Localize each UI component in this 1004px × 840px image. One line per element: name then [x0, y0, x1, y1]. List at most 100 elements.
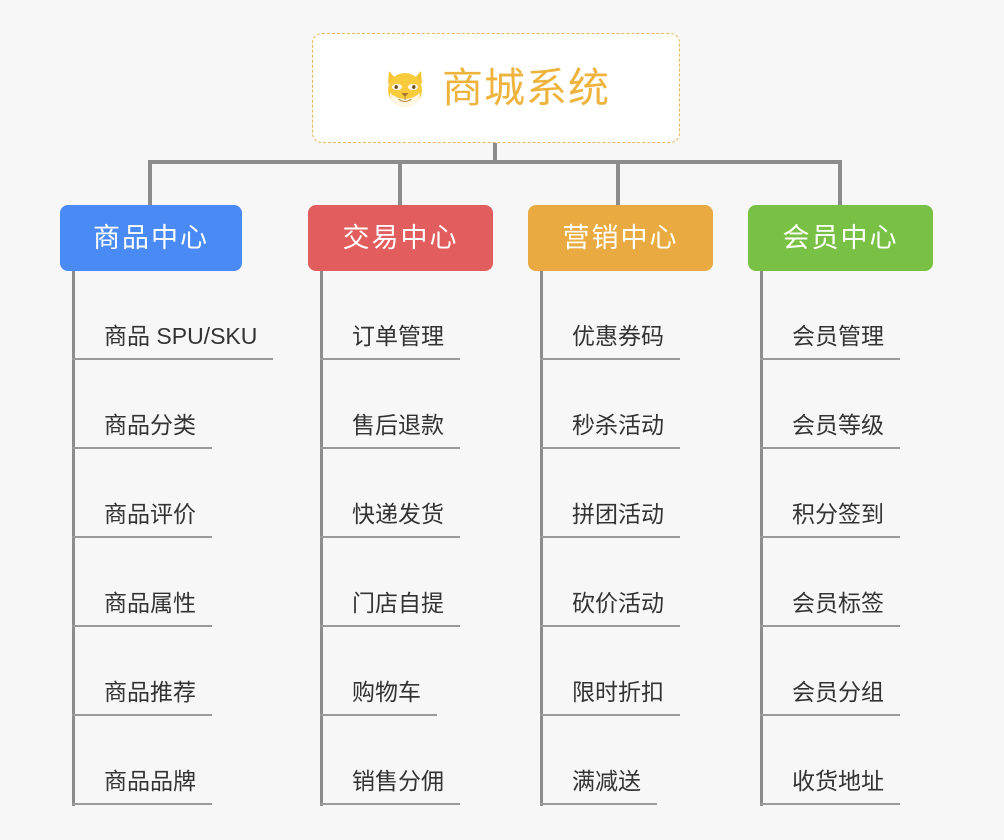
trunk-line-3	[540, 271, 543, 806]
leaf-label: 积分签到	[790, 503, 900, 538]
leaf-label: 快递发货	[350, 503, 460, 538]
trunk-line-2	[320, 271, 323, 806]
leaf-rule	[320, 714, 350, 716]
leaf-item[interactable]: 门店自提	[308, 538, 558, 627]
leaf-rule	[760, 714, 790, 716]
leaf-item[interactable]: 订单管理	[308, 271, 558, 360]
leaf-rule	[760, 536, 790, 538]
branch-column-1: 商品中心 商品 SPU/SKU 商品分类 商品评价 商品属性 商品推荐	[60, 205, 310, 806]
leaf-rule	[320, 803, 350, 805]
leaf-label: 收货地址	[790, 770, 900, 805]
category-box-2[interactable]: 交易中心	[308, 205, 493, 271]
leaf-item[interactable]: 收货地址	[748, 716, 998, 805]
leaf-item[interactable]: 会员等级	[748, 360, 998, 449]
leaf-rule	[540, 447, 570, 449]
leaf-item[interactable]: 会员标签	[748, 538, 998, 627]
leaf-item[interactable]: 限时折扣	[528, 627, 778, 716]
connector-drop-4	[838, 160, 842, 206]
leaf-list-4: 会员管理 会员等级 积分签到 会员标签 会员分组 收货地址	[748, 271, 998, 805]
leaf-rule	[760, 625, 790, 627]
leaf-label: 商品推荐	[102, 681, 212, 716]
leaf-item[interactable]: 优惠券码	[528, 271, 778, 360]
leaf-item[interactable]: 快递发货	[308, 449, 558, 538]
leaf-label: 售后退款	[350, 414, 460, 449]
leaf-item[interactable]: 秒杀活动	[528, 360, 778, 449]
leaf-rule	[72, 714, 102, 716]
leaf-label: 商品 SPU/SKU	[102, 325, 274, 360]
leaf-list-2: 订单管理 售后退款 快递发货 门店自提 购物车 销售分佣	[308, 271, 558, 805]
leaf-rule	[320, 536, 350, 538]
category-label-3: 营销中心	[562, 222, 679, 253]
branch-column-2: 交易中心 订单管理 售后退款 快递发货 门店自提 购物车	[308, 205, 558, 806]
connector-drop-3	[616, 160, 620, 206]
leaf-item[interactable]: 商品分类	[60, 360, 310, 449]
leaf-label: 优惠券码	[570, 325, 680, 360]
leaf-rule	[320, 625, 350, 627]
leaf-item[interactable]: 商品推荐	[60, 627, 310, 716]
leaf-label: 订单管理	[350, 325, 460, 360]
root-node[interactable]: 商城系统	[312, 33, 680, 143]
leaf-item[interactable]: 售后退款	[308, 360, 558, 449]
leaf-label: 商品属性	[102, 592, 212, 627]
leaf-label: 门店自提	[350, 592, 460, 627]
leaf-list-1: 商品 SPU/SKU 商品分类 商品评价 商品属性 商品推荐 商品品牌	[60, 271, 310, 805]
leaf-rule	[540, 358, 570, 360]
shiba-dog-face-icon	[382, 65, 428, 111]
leaf-item[interactable]: 会员分组	[748, 627, 998, 716]
leaf-rule	[540, 536, 570, 538]
leaf-label: 砍价活动	[570, 592, 680, 627]
leaf-rule	[72, 803, 102, 805]
leaf-rule	[760, 358, 790, 360]
leaf-rule	[72, 358, 102, 360]
leaf-item[interactable]: 会员管理	[748, 271, 998, 360]
leaf-item[interactable]: 商品评价	[60, 449, 310, 538]
leaf-label: 限时折扣	[570, 681, 680, 716]
leaf-rule	[540, 625, 570, 627]
leaf-item[interactable]: 商品属性	[60, 538, 310, 627]
leaf-label: 购物车	[350, 681, 437, 716]
leaf-rule	[760, 447, 790, 449]
leaf-item[interactable]: 满减送	[528, 716, 778, 805]
leaf-label: 商品评价	[102, 503, 212, 538]
leaf-item[interactable]: 销售分佣	[308, 716, 558, 805]
category-label-4: 会员中心	[782, 222, 899, 253]
category-box-3[interactable]: 营销中心	[528, 205, 713, 271]
leaf-rule	[540, 714, 570, 716]
leaf-label: 秒杀活动	[570, 414, 680, 449]
leaf-rule	[320, 358, 350, 360]
connector-horizontal-bus	[148, 160, 842, 164]
leaf-item[interactable]: 砍价活动	[528, 538, 778, 627]
leaf-label: 会员分组	[790, 681, 900, 716]
leaf-rule	[72, 536, 102, 538]
leaf-rule	[540, 803, 570, 805]
leaf-label: 商品品牌	[102, 770, 212, 805]
leaf-label: 拼团活动	[570, 503, 680, 538]
connector-root-stem	[493, 143, 497, 163]
root-title: 商城系统	[442, 64, 610, 111]
connector-drop-2	[398, 160, 402, 206]
leaf-item[interactable]: 商品 SPU/SKU	[60, 271, 310, 360]
leaf-label: 满减送	[570, 770, 657, 805]
leaf-label: 会员等级	[790, 414, 900, 449]
branch-column-3: 营销中心 优惠券码 秒杀活动 拼团活动 砍价活动 限时折扣	[528, 205, 778, 806]
leaf-rule	[72, 625, 102, 627]
category-label-1: 商品中心	[93, 222, 209, 253]
leaf-rule	[72, 447, 102, 449]
leaf-rule	[320, 447, 350, 449]
leaf-label: 会员标签	[790, 592, 900, 627]
trunk-line-1	[72, 271, 75, 806]
leaf-list-3: 优惠券码 秒杀活动 拼团活动 砍价活动 限时折扣 满减送	[528, 271, 778, 805]
leaf-item[interactable]: 商品品牌	[60, 716, 310, 805]
leaf-item[interactable]: 拼团活动	[528, 449, 778, 538]
leaf-item[interactable]: 购物车	[308, 627, 558, 716]
leaf-label: 销售分佣	[350, 770, 460, 805]
branch-column-4: 会员中心 会员管理 会员等级 积分签到 会员标签 会员分组	[748, 205, 998, 806]
category-box-4[interactable]: 会员中心	[748, 205, 933, 271]
trunk-line-4	[760, 271, 763, 806]
category-box-1[interactable]: 商品中心	[60, 205, 242, 271]
leaf-item[interactable]: 积分签到	[748, 449, 998, 538]
leaf-label: 商品分类	[102, 414, 212, 449]
leaf-rule	[760, 803, 790, 805]
leaf-label: 会员管理	[790, 325, 900, 360]
